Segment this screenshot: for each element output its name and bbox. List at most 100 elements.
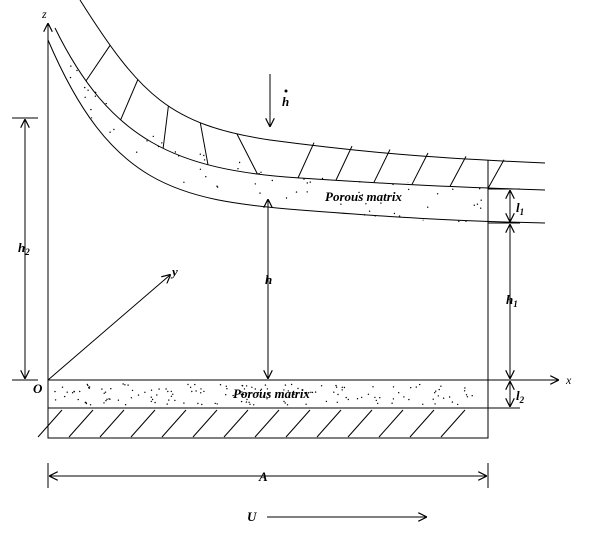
porous-dot (305, 403, 307, 405)
hatch-line (335, 145, 353, 181)
porous-dot (158, 121, 160, 123)
porous-dot (223, 82, 225, 84)
porous-dot (391, 175, 394, 177)
porous-dot (254, 183, 256, 185)
porous-dot (53, 94, 55, 96)
porous-dot (402, 166, 404, 168)
porous-dot (403, 396, 405, 398)
porous-dot (293, 393, 295, 395)
porous-dot (246, 398, 248, 401)
porous-dot (45, 195, 46, 196)
porous-dot (186, 88, 188, 91)
porous-dot (233, 70, 235, 72)
porous-dot (403, 94, 405, 96)
porous-dot (151, 398, 154, 401)
porous-dot (364, 162, 366, 164)
top-bearing-middle-curve (54, 27, 546, 191)
porous-dot (189, 386, 192, 388)
porous-dot (136, 151, 138, 153)
porous-dot (389, 160, 392, 162)
porous-dot (490, 48, 491, 49)
porous-dot (484, 226, 485, 227)
x-axis-label: x (565, 373, 572, 387)
porous-dot (456, 166, 458, 169)
porous-dot (129, 221, 131, 224)
porous-dot (281, 129, 284, 132)
porous-dot (273, 109, 276, 111)
porous-dot (260, 171, 262, 173)
porous-dot (77, 398, 79, 401)
porous-dot (53, 87, 55, 90)
porous-dot (147, 60, 149, 62)
porous-dot (226, 134, 228, 136)
porous-dot (263, 395, 265, 397)
porous-dot (232, 47, 235, 50)
porous-dot (262, 207, 264, 210)
porous-dot (281, 217, 284, 219)
porous-dot (452, 188, 454, 190)
porous-dot (398, 215, 401, 217)
porous-dot (109, 131, 111, 133)
porous-dot (291, 395, 294, 397)
porous-dot (422, 219, 424, 222)
porous-dot (442, 397, 445, 399)
porous-dot (277, 62, 279, 64)
porous-dot (401, 80, 403, 82)
porous-dot (392, 183, 394, 186)
porous-dot (90, 117, 93, 119)
h-dot-label: h (282, 94, 289, 109)
porous-dot (482, 60, 485, 63)
porous-dot (185, 36, 187, 39)
porous-dot (338, 141, 341, 143)
porous-dot (55, 94, 57, 97)
porous-dot (471, 86, 473, 88)
porous-dot (437, 395, 439, 397)
porous-dot (183, 181, 185, 183)
porous-dot (485, 130, 487, 132)
porous-dot (175, 56, 178, 58)
porous-dot (378, 69, 380, 71)
hatch-line (411, 152, 429, 185)
porous-dot (200, 388, 202, 390)
porous-dot (54, 390, 56, 393)
porous-dot (131, 186, 134, 188)
porous-dot (268, 392, 270, 394)
porous-dot (436, 111, 439, 113)
porous-dot (464, 387, 466, 389)
hatch-line (37, 409, 63, 438)
top-bearing-inner-curve (47, 39, 546, 224)
porous-dot (304, 155, 307, 158)
porous-dot (274, 78, 277, 80)
porous-dot (472, 143, 475, 145)
porous-dot (157, 145, 160, 148)
porous-dot (286, 136, 288, 139)
porous-dot (103, 402, 105, 404)
porous-dot (240, 400, 243, 403)
porous-dot (458, 220, 460, 222)
porous-dot (348, 214, 351, 217)
porous-dot (348, 43, 351, 46)
porous-dot (344, 66, 347, 69)
porous-dot (463, 71, 465, 73)
porous-dot (345, 25, 346, 26)
porous-dot (375, 125, 378, 127)
porous-dot (120, 194, 122, 196)
porous-dot (248, 401, 250, 403)
porous-dot (88, 184, 91, 186)
porous-dot (56, 123, 58, 125)
porous-dot (271, 179, 273, 182)
porous-dot (337, 393, 339, 396)
porous-dot (293, 130, 296, 132)
porous-dot (86, 125, 88, 128)
porous-dot (253, 75, 255, 78)
porous-dot (201, 403, 203, 406)
porous-dot (219, 384, 222, 386)
porous-dot (415, 386, 417, 388)
porous-dot (203, 390, 205, 393)
porous-dot (393, 212, 396, 215)
porous-dot (241, 391, 243, 393)
porous-dot (85, 176, 87, 178)
porous-dot (176, 49, 178, 51)
porous-dot (392, 159, 394, 162)
porous-dot (87, 154, 89, 157)
